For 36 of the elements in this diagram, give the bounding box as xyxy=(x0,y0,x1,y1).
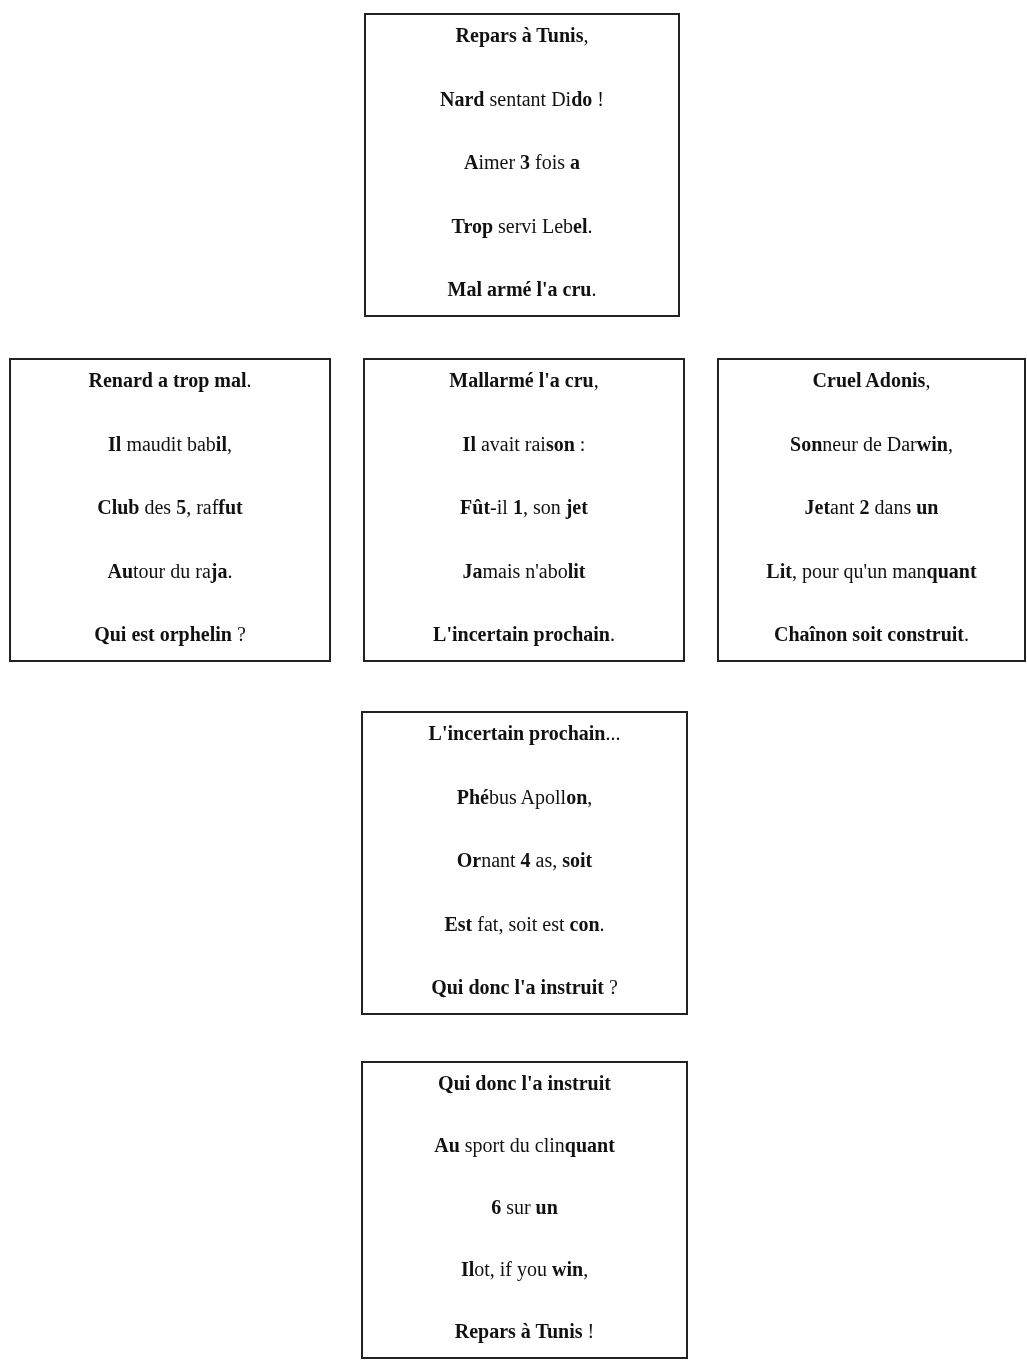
verse-line: Au sport du clinquant xyxy=(433,1133,616,1157)
verse-line: L'incertain prochain... xyxy=(427,721,622,745)
verse-line: 6 sur un xyxy=(490,1195,559,1219)
verse-line: Sonneur de Darwin, xyxy=(789,431,954,456)
verse-line: Renard a trop mal. xyxy=(87,368,253,392)
verse-line: Ilot, if you win, xyxy=(459,1257,590,1281)
verse-line: Est fat, soit est con. xyxy=(443,911,606,936)
verse-line: Il maudit babil, xyxy=(107,431,233,456)
verse-line: Mallarmé l'a cru, xyxy=(448,368,600,392)
text-box xyxy=(363,358,685,662)
verse-line: Ornant 4 as, soit xyxy=(455,848,594,872)
verse-line: Qui est orphelin ? xyxy=(93,622,247,646)
text-box xyxy=(717,358,1026,662)
verse-line: L'incertain prochain. xyxy=(432,622,616,646)
verse-line: Aimer 3 fois a xyxy=(462,150,582,174)
verse-line: Jamais n'abolit xyxy=(461,558,587,583)
verse-line: Nard sentant Dido ! xyxy=(439,86,605,111)
verse-line: Repars à Tunis ! xyxy=(453,1319,596,1343)
verse-line: Jetant 2 dans un xyxy=(803,495,940,519)
verse-line: Qui donc l'a instruit ? xyxy=(430,975,619,999)
text-box xyxy=(361,711,688,1015)
text-box xyxy=(364,13,680,317)
verse-line: Lit, pour qu'un manquant xyxy=(765,558,978,583)
verse-line: Club des 5, raffut xyxy=(96,495,244,519)
verse-line: Il avait raison : xyxy=(461,431,587,456)
verse-line: Repars à Tunis, xyxy=(454,23,590,47)
verse-line: Phébus Apollon, xyxy=(455,784,594,809)
verse-line: Autour du raja. xyxy=(106,558,234,583)
text-box xyxy=(361,1061,688,1359)
verse-line: Trop servi Lebel. xyxy=(450,213,594,238)
verse-line: Fût-il 1, son jet xyxy=(459,495,589,519)
text-box xyxy=(9,358,331,662)
verse-line: Mal armé l'a cru. xyxy=(446,277,598,301)
verse-line: Chaînon soit construit. xyxy=(773,622,970,646)
verse-line: Qui donc l'a instruit xyxy=(437,1071,612,1095)
verse-line: Cruel Adonis, xyxy=(811,368,932,392)
